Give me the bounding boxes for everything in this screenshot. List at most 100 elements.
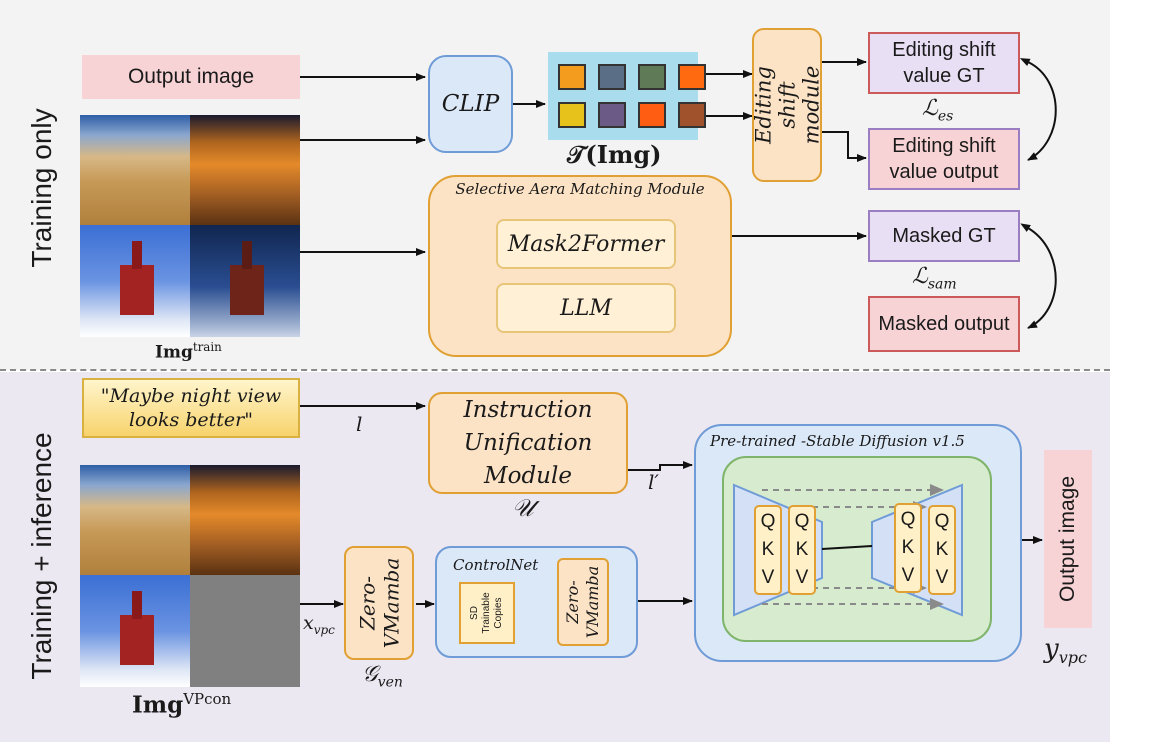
editing-shift-gt-label: Editing shift value GT [892,39,996,87]
token-panel [548,52,706,140]
vpcon-image-grid [80,465,300,687]
arrow-iu-to-sd [628,461,693,471]
y-sub: vpc [1058,648,1087,668]
editing-shift-module-label: Editing shift module [751,65,824,145]
qkv-2-v: V [795,567,809,588]
loss-es: ℒes [922,96,953,124]
token-1-3 [638,64,666,90]
instruction-text: "Maybe night view looks better" [100,385,282,431]
qkv-1-q: Q [760,511,776,532]
token-2-4 [678,102,706,128]
qkv-2-q: Q [794,511,810,532]
qkv-block-3: Q K V [894,503,922,593]
church-night-image [190,225,300,337]
g-sub: ven [377,674,403,691]
train-image-grid [80,115,300,337]
masked-output-label: Masked output [878,313,1010,335]
l-label: l [356,412,363,436]
sd-copies-label: SD Trainable Copies [469,592,504,634]
img-vpcon-caption: ImgVPcon [132,690,231,719]
desert-day-image [80,115,190,225]
mask2former-box: Mask2Former [496,219,676,269]
qkv-4-v: V [935,567,949,588]
es-loss-bracket [1019,58,1057,161]
controlnet-title: ControlNet [453,556,539,574]
x-vpc-symbol: xvpc [303,612,335,637]
loss-es-symbol: ℒ [922,96,938,121]
panel-divider [0,369,1110,371]
arrow-esm-to-output [822,131,867,162]
editing-shift-module: Editing shift module [751,28,824,182]
output-image-vertical-box: Output image [1044,450,1092,628]
qkv-3-q: Q [900,509,916,530]
llm-label: LLM [560,295,612,321]
token-1-1 [558,64,586,90]
qkv-3-v: V [901,565,915,586]
output-image-label: Output image [127,65,255,88]
img-train-caption-sup: train [192,340,222,354]
g-ven-symbol: 𝒢ven [362,662,403,690]
qkv-block-2: Q K V [788,505,816,595]
iu-module-label: Instruction Unification Module [463,396,593,489]
sam-loss-bracket [1020,223,1057,329]
zero-vmamba-inner: Zero-VMamba [557,558,609,646]
qkv-2-k: K [795,539,809,560]
loss-sam-symbol: ℒ [912,264,928,289]
clip-box: CLIP [428,55,513,153]
controlnet-box: ControlNet SD Trainable Copies Zero-VMam… [435,546,638,658]
mask2former-label: Mask2Former [507,231,665,257]
editing-shift-output-box: Editing shift value output [868,128,1020,190]
x-symbol: x [303,612,314,634]
token-2-2 [598,102,626,128]
loss-es-sub: es [937,108,954,125]
vpcon-desert-sunset-image [190,465,300,575]
token-caption: 𝒯(Img) [567,140,662,169]
vpcon-desert-day-image [80,465,190,575]
x-sub: vpc [313,622,335,637]
masked-gt-box: Masked GT [868,210,1020,262]
zero-vmamba-gven-label: Zero-VMamba [355,557,404,649]
output-image-box: Output image [82,55,300,99]
vpcon-church-day-image [80,575,190,687]
qkv-3-k: K [901,537,915,558]
desert-sunset-image [190,115,300,225]
g-symbol: 𝒢 [362,662,378,687]
token-2-3 [638,102,666,128]
img-vpcon-caption-sup: VPcon [183,690,232,708]
editing-shift-output-label: Editing shift value output [889,135,999,183]
editing-shift-gt-box: Editing shift value GT [868,32,1020,94]
y-symbol: y [1044,634,1059,664]
sam-title: Selective Aera Matching Module [455,180,705,198]
loss-sam: ℒsam [912,264,957,292]
masked-query-image [190,575,300,687]
qkv-4-q: Q [934,511,950,532]
masked-gt-label: Masked GT [892,224,996,247]
qkv-block-4: Q K V [928,505,956,595]
output-image-vertical-label: Output image [1056,475,1080,603]
qkv-block-1: Q K V [754,505,782,595]
instruction-box: "Maybe night view looks better" [82,378,300,438]
sd-copies-box: SD Trainable Copies [459,582,515,644]
token-1-4 [678,64,706,90]
qkv-1-v: V [761,567,775,588]
y-vpc-symbol: yvpc [1044,634,1087,667]
img-train-caption-text: Img [155,342,193,363]
llm-box: LLM [496,283,676,333]
church-day-image [80,225,190,337]
iu-module: Instruction Unification Module [428,392,628,494]
qkv-1-k: K [761,539,775,560]
u-symbol: 𝒰 [512,494,534,522]
clip-label: CLIP [441,91,500,117]
img-train-caption: Imgtrain [155,340,222,363]
sam-module: Selective Aera Matching Module Mask2Form… [428,175,732,357]
qkv-4-k: K [935,539,949,560]
img-vpcon-caption-text: Img [132,691,184,719]
token-2-1 [558,102,586,128]
zero-vmamba-gven: Zero-VMamba [344,546,414,660]
masked-output-box: Masked output [868,296,1020,352]
token-1-2 [598,64,626,90]
zero-vmamba-inner-label: Zero-VMamba [563,565,602,639]
sd-title: Pre-trained -Stable Diffusion v1.5 [710,432,965,450]
loss-sam-sub: sam [927,276,957,293]
l-prime-label: l′ [648,470,659,494]
